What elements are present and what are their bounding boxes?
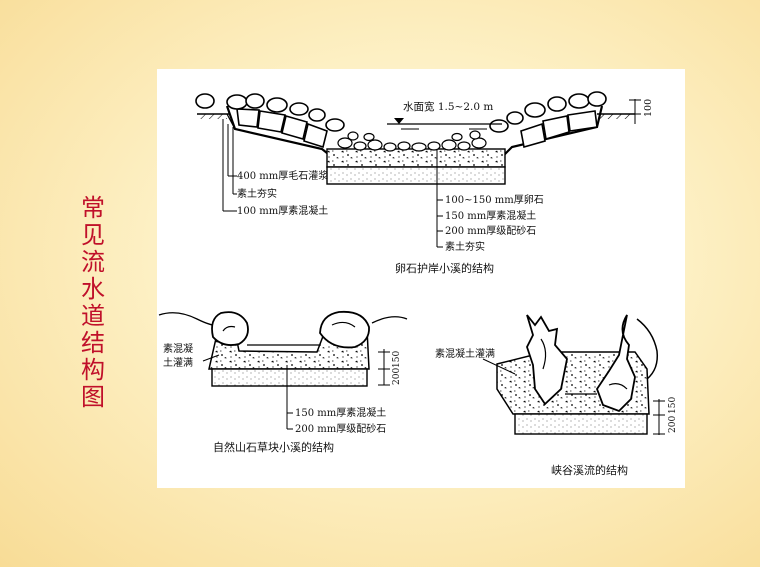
- label-concrete-150-d2: 150 mm厚素混凝土: [295, 406, 386, 419]
- label-compacted-soil-right: 素土夯实: [445, 240, 485, 253]
- label-rubble-mortar: 400 mm厚毛石灌浆: [237, 169, 328, 182]
- diagram-panel: 水面宽 1.5~2.0 m 100 400 mm厚毛石灌浆 素土夯实 100 m…: [157, 69, 685, 488]
- label-concrete-fill-d3: 素混凝土灌满: [435, 347, 495, 360]
- slide-title-char: 构: [81, 356, 105, 384]
- slide-title-char: 图: [81, 383, 105, 411]
- dim-150-label-d2: 150: [392, 351, 402, 368]
- structure-diagrams: 水面宽 1.5~2.0 m 100 400 mm厚毛石灌浆 素土夯实 100 m…: [158, 91, 678, 477]
- caption-canyon-stream: 峡谷溪流的结构: [551, 463, 628, 477]
- slide-title-char: 道: [81, 302, 105, 330]
- label-concrete-150: 150 mm厚素混凝土: [445, 209, 536, 222]
- caption-cobblestone-stream: 卵石护岸小溪的结构: [395, 261, 494, 275]
- diagram-canyon-stream: 150 200 素混凝土灌满 峡谷溪流的结构: [435, 314, 678, 477]
- diagram-cobblestone-stream: 水面宽 1.5~2.0 m 100 400 mm厚毛石灌浆 素土夯实 100 m…: [195, 91, 654, 275]
- label-cobble-layer: 100~150 mm厚卵石: [445, 194, 544, 206]
- dim-200-label-d3: 200: [668, 416, 678, 433]
- slide-title-text: 常见流水道结构图: [78, 195, 108, 411]
- label-compacted-soil-left: 素土夯实: [237, 187, 277, 200]
- slide-title-char: 流: [81, 248, 105, 276]
- label-sand-200-d2: 200 mm厚级配砂石: [295, 422, 386, 435]
- caption-natural-rock-stream: 自然山石草块小溪的结构: [213, 440, 334, 454]
- slide-title-char: 结: [81, 329, 105, 357]
- water-width-label: 水面宽 1.5~2.0 m: [403, 100, 493, 113]
- label-plain-concrete-100: 100 mm厚素混凝土: [237, 204, 328, 217]
- label-concrete-fill-1: 素混凝: [163, 342, 193, 355]
- dim-100-label: 100: [643, 99, 654, 117]
- slide-title-char: 水: [81, 275, 105, 303]
- slide-title-char: 见: [81, 221, 105, 249]
- diagram-natural-rock-stream: 150 200 素混凝 土灌满 150 mm厚素混凝土 200 mm厚级配砂石 …: [158, 310, 408, 454]
- slide-title: 常见流水道结构图: [78, 195, 108, 411]
- slide-title-char: 常: [81, 194, 105, 222]
- label-concrete-fill-2: 土灌满: [163, 356, 193, 369]
- label-graded-sand-200: 200 mm厚级配砂石: [445, 224, 536, 237]
- dim-200-label-d2: 200: [392, 368, 402, 385]
- dim-150-label-d3: 150: [668, 397, 678, 414]
